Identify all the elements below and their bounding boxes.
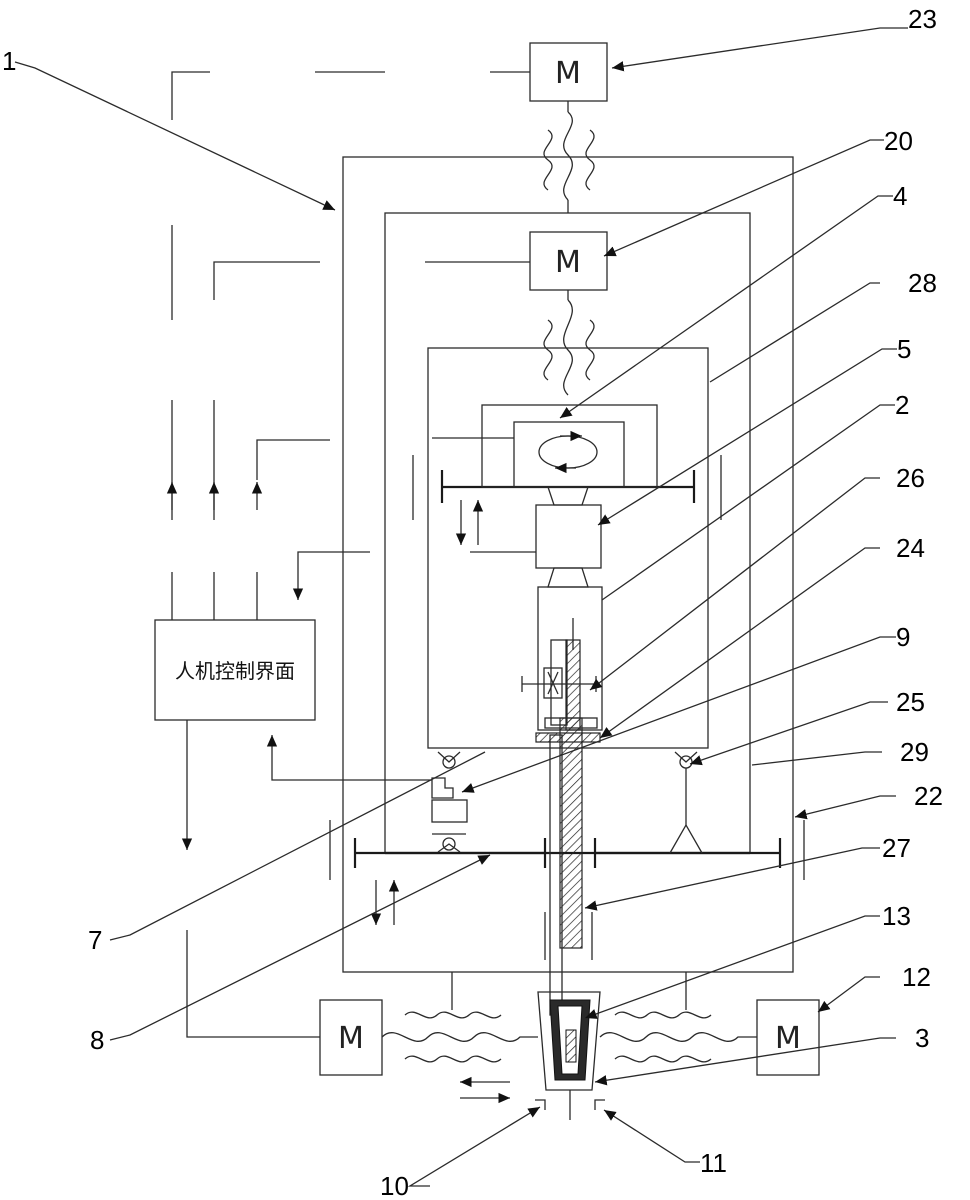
spindle-27 bbox=[522, 618, 597, 1015]
motor-20: M bbox=[530, 232, 607, 290]
sensor-25 bbox=[670, 752, 702, 853]
label-8: 8 bbox=[90, 1025, 104, 1055]
label-2: 2 bbox=[895, 390, 909, 420]
svg-text:M: M bbox=[338, 1021, 364, 1056]
label-27: 27 bbox=[882, 833, 911, 863]
module-5 bbox=[470, 505, 601, 568]
leader-lines bbox=[15, 28, 908, 1186]
coupling-mid bbox=[548, 568, 588, 587]
label-3: 3 bbox=[915, 1023, 929, 1053]
signal-lines bbox=[172, 72, 530, 1037]
rotation-unit-4 bbox=[432, 405, 657, 487]
motor-23: M bbox=[530, 43, 607, 101]
label-1: 1 bbox=[2, 46, 16, 76]
coupling-top bbox=[548, 487, 588, 505]
label-13: 13 bbox=[882, 901, 911, 931]
label-9: 9 bbox=[896, 622, 910, 652]
label-23: 23 bbox=[908, 4, 937, 34]
wave-link-23 bbox=[544, 112, 594, 200]
label-25: 25 bbox=[896, 687, 925, 717]
svg-text:M: M bbox=[555, 56, 581, 91]
label-26: 26 bbox=[896, 463, 925, 493]
wave-link-bottom-left bbox=[382, 1012, 538, 1062]
label-7: 7 bbox=[88, 925, 102, 955]
control-panel: 人机控制界面 bbox=[155, 620, 315, 720]
label-12: 12 bbox=[902, 962, 931, 992]
part-labels: 1 23 20 4 28 5 2 26 24 9 25 29 22 27 13 … bbox=[2, 4, 943, 1200]
label-11: 11 bbox=[700, 1148, 727, 1178]
label-29: 29 bbox=[900, 737, 929, 767]
sensor-9 bbox=[432, 752, 467, 852]
motor-left: M bbox=[320, 1000, 382, 1075]
label-4: 4 bbox=[893, 181, 907, 211]
plate-24 bbox=[536, 733, 600, 742]
label-28: 28 bbox=[908, 268, 937, 298]
motor-12: M bbox=[757, 1000, 819, 1075]
label-20: 20 bbox=[884, 126, 913, 156]
svg-text:M: M bbox=[555, 245, 581, 280]
collet-3 bbox=[538, 992, 600, 1120]
wave-link-bottom-right bbox=[600, 1012, 757, 1062]
label-22: 22 bbox=[914, 781, 943, 811]
label-5: 5 bbox=[897, 334, 911, 364]
label-10: 10 bbox=[380, 1171, 409, 1200]
control-panel-label: 人机控制界面 bbox=[175, 659, 295, 683]
label-24: 24 bbox=[896, 533, 925, 563]
